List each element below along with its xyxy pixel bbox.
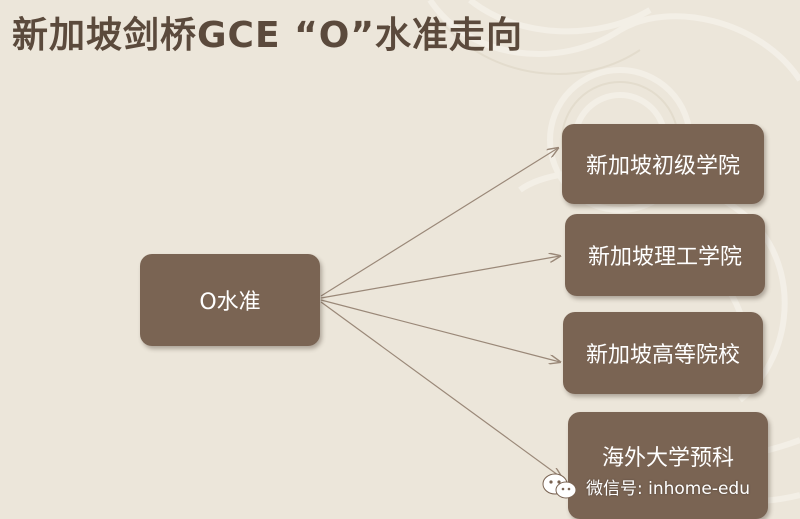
arrow-to-overseas-prep [320,301,562,478]
target-node-junior-college: 新加坡初级学院 [562,124,764,204]
arrow-to-polytechnic [320,256,560,299]
page-title: 新加坡剑桥GCE “O”水准走向 [12,15,524,56]
watermark-text: 微信号: inhome-edu [586,478,750,499]
target-node-label: 新加坡理工学院 [587,245,742,270]
target-node-overseas-prep: 海外大学预科 [568,412,768,519]
target-node-label: 海外大学预科 [601,446,734,471]
wechat-watermark: 微信号: inhome-edu [540,470,750,502]
target-node-label: 新加坡初级学院 [585,154,740,179]
source-node-o-level: O水准 [140,254,320,346]
wechat-icon [542,473,577,499]
target-node-polytechnic: 新加坡理工学院 [565,214,765,296]
arrow-to-higher-institution [320,299,560,362]
source-node-label: O水准 [199,290,261,315]
arrow-to-junior-college [320,148,558,297]
target-node-higher-institution: 新加坡高等院校 [563,312,763,394]
target-node-label: 新加坡高等院校 [585,343,740,368]
